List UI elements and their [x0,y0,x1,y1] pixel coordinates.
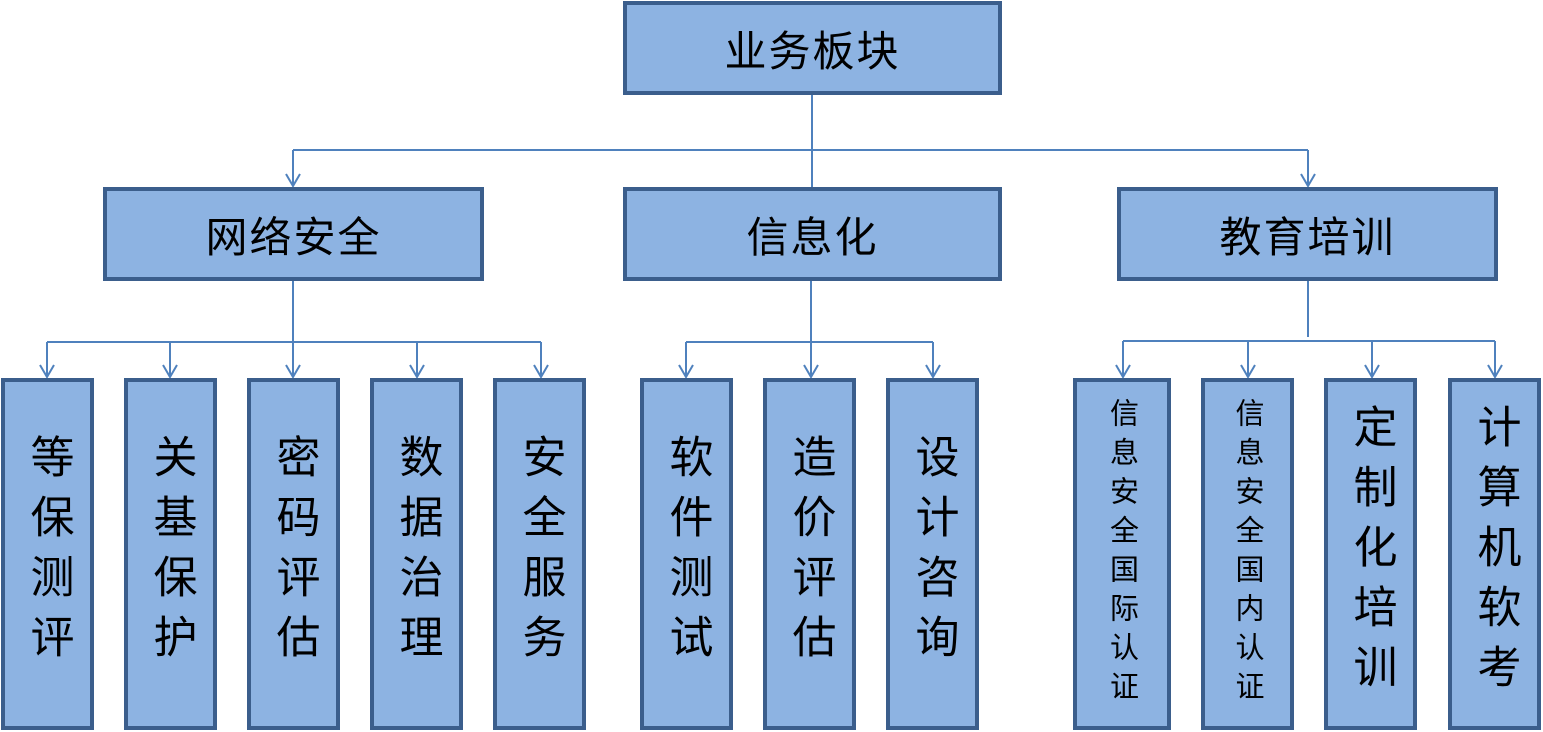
node-label: 信息安全国际认证 [1105,398,1140,710]
arrowhead-icon [409,364,425,379]
node-label: 定制化培训 [1345,404,1397,704]
node-label: 信息化 [746,212,879,262]
node-label: 关基保护 [145,434,197,674]
node-label: 数据治理 [391,434,443,674]
node-label: 信息安全国内认证 [1231,398,1265,710]
arrowhead-icon [1115,364,1131,379]
node-label: 造价评估 [784,434,836,674]
node-education-training[interactable]: 教育培训 [1117,187,1498,281]
arrowhead-icon [803,364,819,379]
node-root[interactable]: 业务板块 [623,1,1002,95]
arrowhead-icon [1487,364,1503,379]
node-label: 业务板块 [724,26,901,76]
arrowhead-icon [678,364,694,379]
node-critical-infrastructure-protection[interactable]: 关基保护 [124,378,217,730]
node-cryptography-assessment[interactable]: 密码评估 [247,378,340,730]
node-network-security[interactable]: 网络安全 [103,187,484,281]
arrowhead-icon [1300,173,1316,188]
node-level-protection-assessment[interactable]: 等保测评 [1,378,94,730]
arrowhead-icon [39,364,55,379]
node-informatization[interactable]: 信息化 [623,187,1002,281]
arrowhead-icon [925,364,941,379]
arrowhead-icon [285,173,301,188]
node-infosec-domestic-cert[interactable]: 信息安全国内认证 [1201,378,1294,730]
node-label: 计算机软考 [1469,404,1521,704]
arrowhead-icon [1364,364,1380,379]
node-label: 软件测试 [661,434,713,674]
node-software-testing[interactable]: 软件测试 [640,378,733,730]
node-infosec-international-cert[interactable]: 信息安全国际认证 [1073,378,1171,730]
node-label: 等保测评 [22,434,74,674]
arrowhead-icon [162,364,178,379]
node-customized-training[interactable]: 定制化培训 [1324,378,1417,730]
node-label: 设计咨询 [907,434,959,674]
node-label: 教育培训 [1219,212,1396,262]
node-label: 网络安全 [205,212,382,262]
node-security-services[interactable]: 安全服务 [493,378,586,730]
arrowhead-icon [1240,364,1256,379]
node-design-consulting[interactable]: 设计咨询 [886,378,979,730]
node-label: 安全服务 [514,434,566,674]
node-computer-software-exam[interactable]: 计算机软考 [1448,378,1541,730]
node-data-governance[interactable]: 数据治理 [370,378,463,730]
arrowhead-icon [285,364,301,379]
node-label: 密码评估 [268,434,320,674]
arrowhead-icon [533,364,549,379]
node-cost-evaluation[interactable]: 造价评估 [763,378,856,730]
